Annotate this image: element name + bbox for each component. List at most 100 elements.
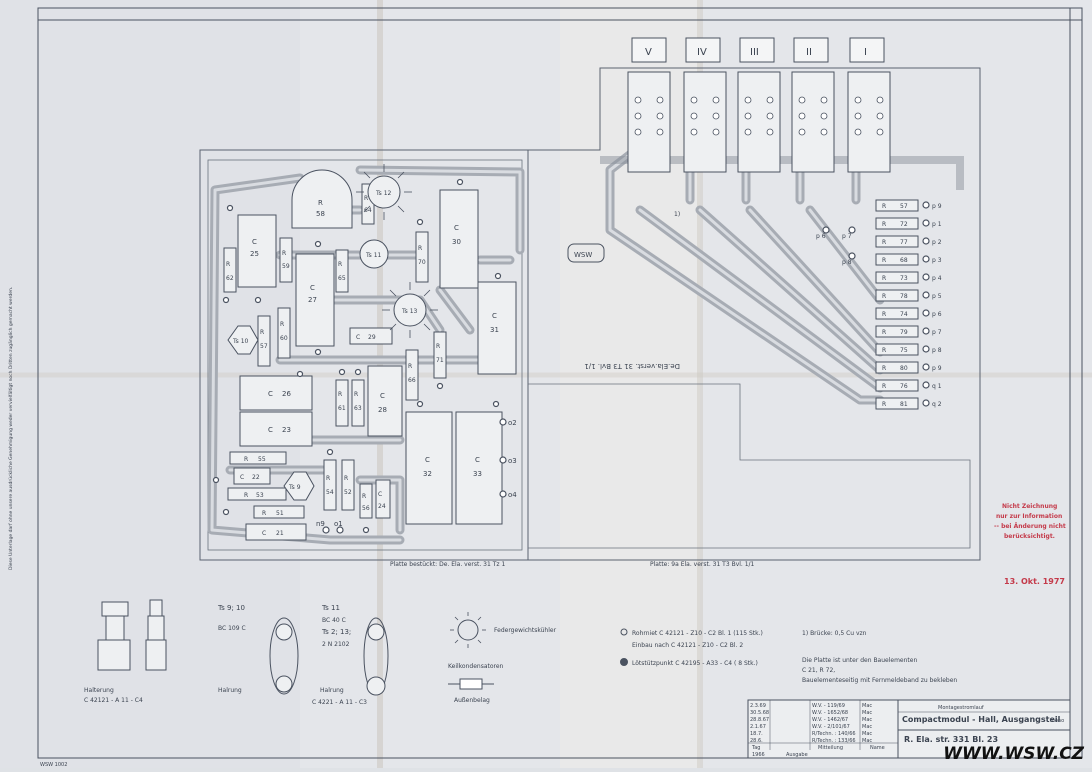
svg-text:R: R xyxy=(338,261,342,268)
svg-text:R: R xyxy=(362,493,366,500)
svg-text:R: R xyxy=(354,391,358,398)
point-p8-small: p 8 xyxy=(842,259,852,266)
side-note: Diese Unterlage darf ohne unsere ausdrüc… xyxy=(8,287,14,570)
tb-row-name: Mac xyxy=(862,717,872,723)
svg-text:13. Okt. 1977: 13. Okt. 1977 xyxy=(1004,577,1065,586)
tb-row-date: 2.3.69 xyxy=(750,703,766,709)
point-label: p 2 xyxy=(932,239,942,246)
transistor-ts10: Ts 10 xyxy=(227,325,259,355)
svg-text:C: C xyxy=(262,530,266,537)
tb-row-name: Mac xyxy=(862,738,872,744)
svg-text:R: R xyxy=(244,492,248,499)
switch-label-v: V xyxy=(645,47,652,58)
bruecke-note: 1) Brücke: 0,5 Cu vzn xyxy=(802,630,867,637)
point-label: p 1 xyxy=(932,221,942,228)
rohrniet-icon xyxy=(620,628,628,636)
tb-year: 1966 xyxy=(752,752,765,758)
svg-text:R: R xyxy=(882,365,886,372)
tb-row-date: 2.1.67 xyxy=(750,724,766,730)
tb-row-date: 18.7. xyxy=(750,731,763,737)
left-board: R 58 C 25 R 62 R 59 R 64 C 27 R 65 C 30 … xyxy=(199,67,981,568)
svg-text:R: R xyxy=(408,363,412,370)
svg-text:R: R xyxy=(282,250,286,257)
resistor-r81: 81 xyxy=(900,401,908,408)
svg-text:C: C xyxy=(475,456,480,464)
component-label-r54: 54 xyxy=(326,489,334,496)
tb-row-name: Mac xyxy=(862,724,872,730)
red-stamp: Nicht Zeichnung nur zur Information -- b… xyxy=(994,503,1066,586)
federgewicht-label: Federgewichtskühler xyxy=(494,627,557,634)
svg-text:R: R xyxy=(882,257,886,264)
tb-row-ref: R/Techn. : 133/66 xyxy=(812,738,856,744)
component-label-c23: 23 xyxy=(282,426,291,434)
tb-number: R. Ela. str. 331 Bl. 23 xyxy=(904,735,998,744)
halrung-label-2: Halrung xyxy=(320,687,344,694)
terminal-o4: o4 xyxy=(508,491,517,499)
component-label-c24: 24 xyxy=(378,503,386,510)
terminal-o2: o2 xyxy=(508,419,517,427)
terminal-o1: o1 xyxy=(334,520,343,528)
svg-text:R: R xyxy=(882,275,886,282)
aussenbelag-label: Außenbelag xyxy=(454,697,490,704)
tb-row-ref: W.V. - 2/101/67 xyxy=(812,724,850,730)
mirror-board-text: De.Ela.verst. 31 T3 Bvl. 1/1 xyxy=(584,362,680,370)
capacitor-icon xyxy=(448,678,494,690)
component-label-r64: 64 xyxy=(364,207,372,214)
component-label-c25: 25 xyxy=(250,250,259,258)
einbau-text: Einbau nach C 42121 - Z10 - C2 Bl. 2 xyxy=(632,642,743,649)
svg-text:Ts 9: Ts 9 xyxy=(288,484,301,491)
svg-text:-- bei Änderung nicht: -- bei Änderung nicht xyxy=(994,523,1066,530)
switch-label-iv: IV xyxy=(697,47,707,58)
resistor-r78: 78 xyxy=(900,293,908,300)
component-label-c27: 27 xyxy=(308,296,317,304)
left-board-caption: Platte bestückt: De. Ela. verst. 31 Tz 1 xyxy=(390,561,505,568)
svg-text:Ts 13: Ts 13 xyxy=(401,308,418,315)
component-label-r66: 66 xyxy=(408,377,416,384)
point-label: p 7 xyxy=(932,329,942,336)
transistor-ts9: Ts 9 xyxy=(283,471,315,501)
component-label-r55: 55 xyxy=(258,456,266,463)
svg-text:R: R xyxy=(338,391,342,398)
svg-text:R: R xyxy=(882,239,886,246)
watermark: WWW.WSW.CZ xyxy=(943,744,1084,764)
component-label-c26: 26 xyxy=(282,390,291,398)
tb-row-name: Mac xyxy=(862,710,872,716)
tb-tag: Tag xyxy=(751,745,760,751)
svg-text:R: R xyxy=(882,311,886,318)
tb-row-ref: W.V. - 1462/67 xyxy=(812,717,848,723)
svg-text:C: C xyxy=(492,312,497,320)
component-label-c22: 22 xyxy=(252,474,260,481)
tb-row-date: 30.5.68 xyxy=(750,710,769,716)
tb-ausgabe: Ausgabe xyxy=(786,752,808,758)
right-board-caption: Platte: 9a Ela. verst. 31 T3 Bvl. 1/1 xyxy=(650,561,755,568)
svg-text:berücksichtigt.: berücksichtigt. xyxy=(1004,533,1055,540)
ts11-title: Ts 11 xyxy=(321,604,340,612)
svg-text:R: R xyxy=(260,329,264,336)
component-label-c28: 28 xyxy=(378,406,387,414)
halterung-label: Halterung xyxy=(84,687,114,694)
svg-text:R: R xyxy=(882,401,886,408)
point-p6-small: p 6 xyxy=(816,233,826,240)
component-label-r57: 57 xyxy=(260,343,268,350)
svg-text:C: C xyxy=(378,491,382,498)
tb-row-ref: W.V. - 119/69 xyxy=(812,703,845,709)
transistor-ts12: Ts 12 xyxy=(356,164,412,220)
component-label-r51: 51 xyxy=(276,510,284,517)
point-label: p 5 xyxy=(932,293,942,300)
svg-text:R: R xyxy=(882,383,886,390)
switch-label-ii: II xyxy=(806,47,812,58)
svg-text:Ts 12: Ts 12 xyxy=(375,190,392,197)
tb-title: Compactmodul - Hall, Ausgangsteil xyxy=(902,715,1061,724)
svg-text:C: C xyxy=(356,334,360,341)
component-label-r59: 59 xyxy=(282,263,290,270)
resistor-r72: 72 xyxy=(900,221,908,228)
resistor-r76: 76 xyxy=(900,383,908,390)
svg-text:C: C xyxy=(240,474,244,481)
component-label-r53: 53 xyxy=(256,492,264,499)
resistor-r80: 80 xyxy=(900,365,908,372)
resistor-r57: 57 xyxy=(900,203,908,210)
tb-row-name: Mac xyxy=(862,703,872,709)
point-p7-small: p 7 xyxy=(842,233,852,240)
halrung-label-1: Halrung xyxy=(218,687,242,694)
